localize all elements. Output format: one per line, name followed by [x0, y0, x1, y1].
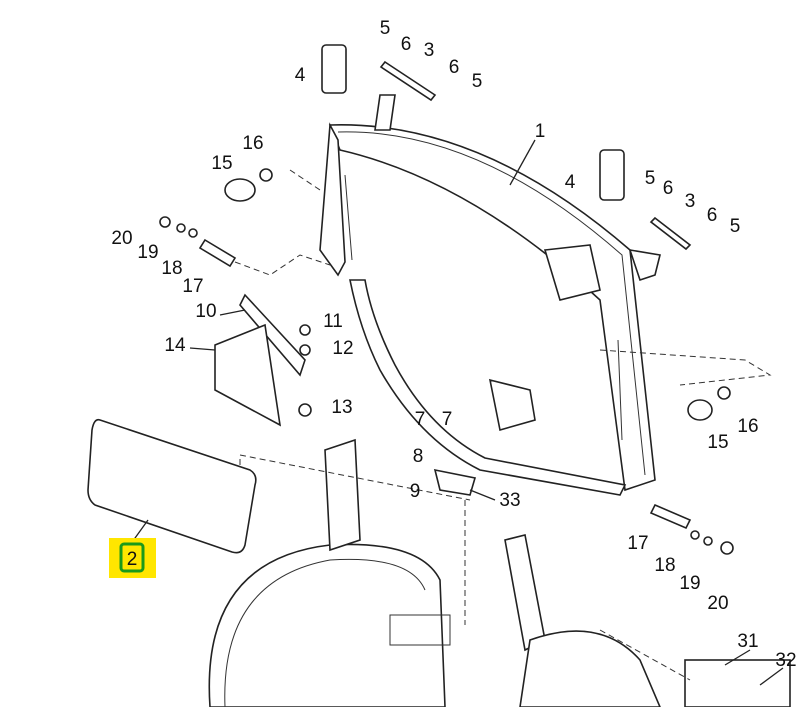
- callout-4[interactable]: 4: [295, 65, 306, 86]
- callout-13[interactable]: 13: [331, 397, 352, 418]
- callout-32[interactable]: 32: [775, 650, 796, 671]
- callout-10[interactable]: 10: [195, 301, 216, 322]
- callout-19[interactable]: 19: [137, 242, 158, 263]
- callout-1[interactable]: 1: [535, 121, 546, 142]
- callout-12[interactable]: 12: [332, 338, 353, 359]
- callout-19[interactable]: 19: [679, 573, 700, 594]
- callout-6[interactable]: 6: [449, 57, 460, 78]
- callout-2-label: 2: [127, 549, 138, 570]
- window-frame: [319, 94, 661, 496]
- leader-lines: [129, 139, 784, 686]
- callout-20[interactable]: 20: [707, 593, 728, 614]
- dashed-leaders: [234, 169, 772, 681]
- callout-18[interactable]: 18: [654, 555, 675, 576]
- callout-20[interactable]: 20: [111, 228, 132, 249]
- callout-15[interactable]: 15: [707, 432, 728, 453]
- callout-5[interactable]: 5: [380, 18, 391, 39]
- callout-4[interactable]: 4: [565, 172, 576, 193]
- callout-7[interactable]: 7: [415, 409, 426, 430]
- callout-6[interactable]: 6: [707, 205, 718, 226]
- highlighted-callout-2[interactable]: 2: [109, 538, 156, 578]
- callout-17[interactable]: 17: [182, 276, 203, 297]
- pad-part: [87, 418, 257, 554]
- callout-3[interactable]: 3: [685, 191, 696, 212]
- callout-14[interactable]: 14: [164, 335, 186, 356]
- callout-5[interactable]: 5: [645, 168, 656, 189]
- callout-7[interactable]: 7: [442, 409, 453, 430]
- callout-3[interactable]: 3: [424, 40, 435, 61]
- callout-16[interactable]: 16: [737, 416, 758, 437]
- callout-5[interactable]: 5: [730, 216, 741, 237]
- callout-9[interactable]: 9: [410, 481, 421, 502]
- callout-17[interactable]: 17: [627, 533, 648, 554]
- callout-18[interactable]: 18: [161, 258, 182, 279]
- callout-31[interactable]: 31: [737, 631, 758, 652]
- callout-5[interactable]: 5: [472, 71, 483, 92]
- callout-6[interactable]: 6: [401, 34, 412, 55]
- callout-11[interactable]: 11: [323, 311, 343, 332]
- fender-structure: [208, 438, 791, 707]
- callout-33[interactable]: 33: [499, 490, 520, 511]
- callout-8[interactable]: 8: [413, 446, 424, 467]
- callout-16[interactable]: 16: [242, 133, 263, 154]
- callout-15[interactable]: 15: [211, 153, 232, 174]
- small-parts: [159, 44, 734, 555]
- callout-6[interactable]: 6: [663, 178, 674, 199]
